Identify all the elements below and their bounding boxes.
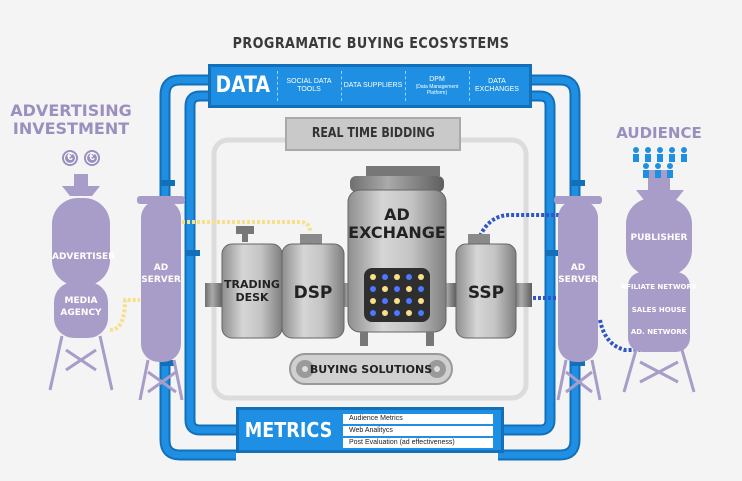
bid-light [394,310,400,316]
bid-light [406,286,412,292]
advertising-investment-line2: INVESTMENT [12,119,130,138]
bid-light [370,298,376,304]
steel-connectors [205,283,532,307]
bid-light [394,298,400,304]
advertising-investment-line1: ADVERTISING [10,101,132,120]
audience-people-icons [633,147,687,178]
left-ad-server-line2: SERVER [141,275,181,285]
right-legs [556,349,696,401]
ad-exchange-tank [347,166,447,333]
dsp-label: DSP [293,283,333,303]
buying-solutions-conveyor [289,353,453,385]
buying-solutions-label: BUYING SOLUTIONS [309,363,433,376]
bid-light [382,298,388,304]
left-legs [48,335,184,401]
bid-light [406,274,412,280]
advertiser-label: ADVERTISER [52,252,116,262]
metrics-label: METRICS [244,418,333,442]
metric-item-audience-metrics: Audience Metrics [343,414,493,424]
bid-light [370,274,376,280]
bid-light [394,274,400,280]
bid-light [382,310,388,316]
bid-light [418,298,424,304]
metric-item-post-evaluation: Post Evaluation (ad effectiveness) [343,438,493,448]
bid-light [382,274,388,280]
media-agency-line1: MEDIA [64,296,98,306]
real-time-bidding-label: REAL TIME BIDDING [285,117,461,151]
media-agency-line2: AGENCY [60,308,102,318]
bid-light [382,286,388,292]
dsp-tank [281,234,345,339]
ad-exchange-line2: EXCHANGE [348,223,446,242]
trading-desk-line1: TRADING [224,278,280,291]
bid-light [370,286,376,292]
bid-light [370,310,376,316]
exchange-legs [360,332,434,346]
trading-desk-label: TRADING DESK [222,278,282,304]
data-item-dpm: DPM (Data Management Platform) [405,71,468,101]
ad-exchange-label: AD EXCHANGE [348,206,446,242]
right-ad-server-label: AD SERVER [558,262,598,286]
bid-light [418,286,424,292]
ad-network-label: AD. NETWORK [630,328,688,336]
left-ad-server-line1: AD [153,263,169,273]
left-ad-server-label: AD SERVER [141,262,181,286]
metric-item-web-analytics: Web Analitycs [343,426,493,436]
ssp-tank [455,234,517,339]
left-tanks [52,174,185,362]
euro-icon: € [67,152,73,163]
data-label: DATA [215,73,270,98]
data-item-data-suppliers: DATA SUPPLIERS [341,71,404,101]
sales-house-label: SALES HOUSE [631,306,687,314]
data-item-social-data-tools: SOCIAL DATA TOOLS [277,71,340,101]
page-title: PROGRAMATIC BUYING ECOSYSTEMS [232,34,510,52]
euro-icons [62,150,100,166]
dpm-label: DPM [429,76,445,83]
data-bar: DATA SOCIAL DATA TOOLS DATA SUPPLIERS DP… [208,64,532,108]
bid-light [406,298,412,304]
bid-light [418,310,424,316]
ad-exchange-line1: AD [384,205,410,224]
affiliate-network-label: AFILIATE NETWORK [620,283,698,291]
publisher-label: PUBLISHER [630,233,688,243]
bid-lights-grid [364,268,430,322]
dpm-sub-label: (Data Management Platform) [415,84,459,96]
metrics-bar: METRICS Audience Metrics Web Analitycs P… [236,407,504,453]
media-agency-label: MEDIA AGENCY [54,295,108,319]
euro-icon: € [89,152,95,163]
right-tanks [554,170,692,362]
bid-light [406,310,412,316]
right-ad-server-line2: SERVER [558,275,598,285]
pipe-joints [160,180,585,366]
bid-light [418,274,424,280]
advertising-investment-title: ADVERTISING INVESTMENT [2,102,140,138]
bid-light [394,286,400,292]
ssp-label: SSP [467,283,505,303]
yellow-flow [109,220,312,332]
data-item-data-exchanges: DATA EXCHANGES [469,71,524,101]
trading-desk-line2: DESK [235,291,269,304]
audience-title: AUDIENCE [616,124,702,142]
right-ad-server-line1: AD [570,263,586,273]
